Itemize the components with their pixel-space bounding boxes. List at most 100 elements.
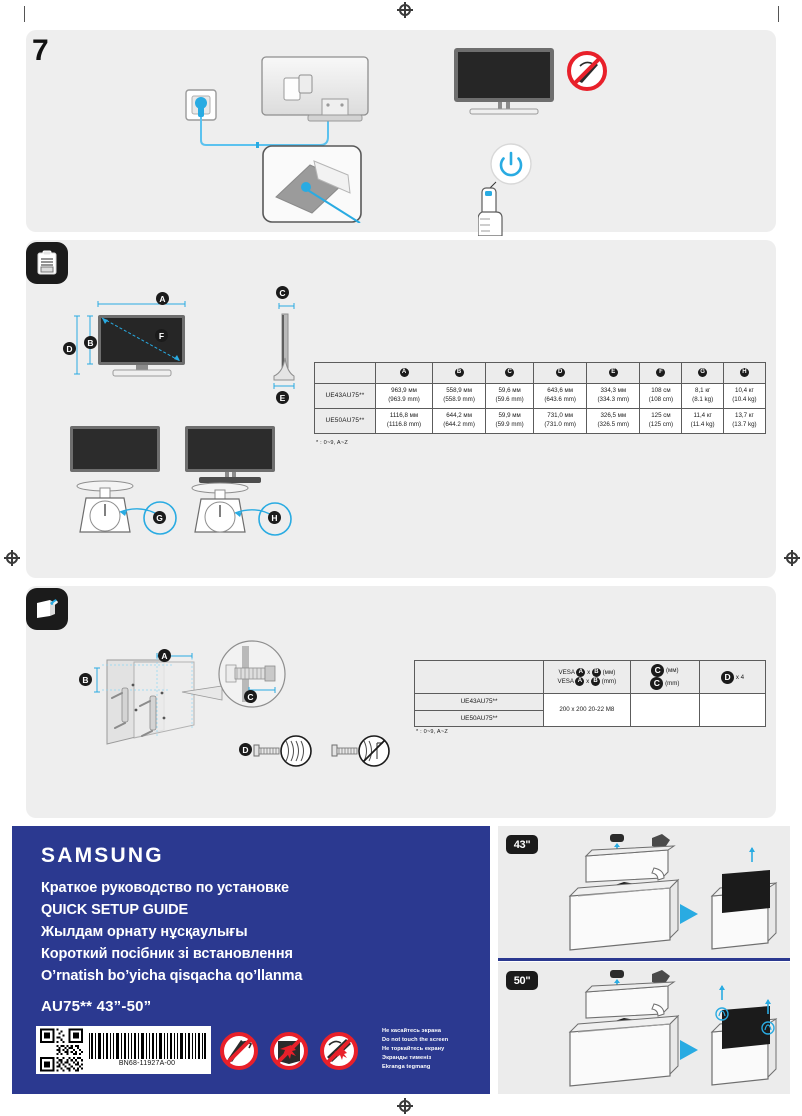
dim-model-43: UE43AU75**	[314, 383, 376, 409]
dim-model-50: UE50AU75**	[314, 407, 376, 434]
weight-label-g: G	[153, 511, 166, 524]
mount-label-a: A	[158, 649, 171, 662]
table-row: UE43AU75** 963,9 мм(963.9 mm) 558,9 мм(5…	[314, 383, 767, 409]
barcode-text: BN68-11927A-00	[118, 1060, 176, 1067]
crop-line-top-right	[778, 6, 779, 22]
dim-cell-50-g: 11,4 кг(11.4 kg)	[681, 407, 724, 434]
dim-cell-43-c: 59,6 мм(59.6 mm)	[485, 383, 535, 409]
cover-title-uk: Короткий посібник зі встановлення	[41, 946, 293, 962]
table-row: UE43AU75** 200 x 200 20-22 M8	[413, 692, 766, 728]
dim-header-b: B	[432, 362, 487, 384]
samsung-logo: SAMSUNG	[41, 844, 164, 867]
registration-mark-right	[784, 550, 800, 566]
tv-dimension-side-diagram	[273, 303, 295, 389]
dim-cell-43-b: 558,9 мм(558.9 mm)	[432, 383, 487, 409]
barcode-wrap: BN68-11927A-00	[87, 1033, 207, 1067]
dim-header-e: E	[586, 362, 641, 384]
dim-cell-43-g: 8,1 кг(8.1 kg)	[681, 383, 724, 409]
registration-mark-top	[397, 2, 413, 18]
cover-title-uz: O’rnatish bo’yicha qisqacha qo’llanma	[41, 968, 303, 984]
cover-title-kk: Жылдам орнату нұсқаулығы	[41, 924, 248, 940]
dimension-label-a: A	[156, 292, 169, 305]
table-row: UE50AU75**	[413, 709, 766, 728]
vesa-header-d: D x 4	[699, 660, 766, 694]
weight-label-h: H	[268, 511, 281, 524]
vesa-model-43: UE43AU75**	[413, 693, 545, 711]
dimension-label-d: D	[63, 342, 76, 355]
no-touch-screen-icon	[567, 51, 607, 91]
vesa-table: VESA A x B (мм) VESA A x B (mm) C (мм) C…	[413, 660, 766, 728]
dim-header-c: C	[485, 362, 535, 384]
registration-mark-bottom	[397, 1098, 413, 1114]
unboxing-divider	[498, 958, 790, 961]
dim-cell-50-h: 13,7 кг(13.7 kg)	[722, 407, 767, 434]
dim-cell-50-f: 125 см(125 cm)	[639, 407, 683, 434]
code-block: BN68-11927A-00	[36, 1026, 211, 1074]
dim-cell-43-d: 643,6 мм(643.6 mm)	[533, 383, 588, 409]
specs-footnote: * : 0~9, A~Z	[316, 440, 348, 446]
dim-header-g: G	[681, 362, 724, 384]
warning-line-en: Do not touch the screen	[382, 1037, 449, 1044]
dim-header-blank	[314, 362, 376, 384]
power-button-icon	[490, 143, 532, 185]
vesa-header-blank	[413, 660, 545, 694]
warning-line-kk: Экранды тименіз	[382, 1055, 432, 1062]
section-number: 7	[32, 34, 49, 67]
table-header-row: A B C D E F G H	[314, 362, 767, 384]
dimension-label-f: F	[155, 329, 168, 342]
dim-cell-43-f: 108 см(108 cm)	[639, 383, 683, 409]
dim-cell-50-d: 731,0 мм(731.0 mm)	[533, 407, 588, 434]
size-tag-43: 43"	[506, 835, 538, 854]
dim-header-f: F	[639, 362, 683, 384]
vesa-c-cell	[629, 692, 701, 728]
mount-footnote: * : 0~9, A~Z	[416, 729, 448, 735]
screw-detail-magnifier	[218, 640, 286, 708]
dimension-label-c: C	[276, 286, 289, 299]
cable-clip-detail-icon	[262, 145, 362, 223]
dim-cell-43-h: 10,4 кг(10.4 kg)	[722, 383, 767, 409]
weight-scale-with-stand-diagram	[185, 426, 292, 536]
cover-title-en: QUICK SETUP GUIDE	[41, 902, 189, 918]
crop-line-top-left	[24, 6, 25, 22]
vesa-header-spec: VESA A x B (мм) VESA A x B (mm)	[543, 660, 631, 694]
size-tag-50: 50"	[506, 971, 538, 990]
tv-front-icon	[454, 48, 554, 115]
hand-holding-remote-icon	[478, 181, 503, 236]
warning-line-uk: Не торкайтесь екрану	[382, 1046, 445, 1053]
dim-cell-50-e: 326,5 мм(326.5 mm)	[586, 407, 641, 434]
dim-cell-50-c: 59,9 мм(59.9 mm)	[485, 407, 535, 434]
table-row: UE50AU75** 1116,8 мм(1116.8 mm) 644,2 мм…	[314, 407, 767, 434]
tv-dimension-front-diagram	[74, 301, 186, 377]
unboxing-diagram-43	[568, 834, 778, 951]
warning-line-uz: Ekranga tegmang	[382, 1064, 431, 1071]
qr-code-icon	[40, 1028, 83, 1072]
dim-cell-43-a: 963,9 мм(963.9 mm)	[374, 383, 434, 409]
mount-label-c: C	[244, 690, 257, 703]
mount-label-b: B	[79, 673, 92, 686]
dim-cell-50-b: 644,2 мм(644.2 mm)	[432, 407, 487, 434]
unboxing-diagram-50	[568, 970, 778, 1087]
weight-scale-panel-only-diagram	[70, 426, 177, 535]
section-power-panel	[26, 30, 776, 232]
vesa-d-cell	[699, 692, 766, 728]
registration-mark-left	[4, 550, 20, 566]
dimension-label-e: E	[276, 391, 289, 404]
no-press-screen-icon	[270, 1032, 308, 1070]
barcode-icon	[87, 1033, 207, 1059]
screw-length-ok-icon	[253, 735, 312, 767]
vesa-header-c: C (мм) C (mm)	[629, 660, 701, 694]
vesa-model-50: UE50AU75**	[413, 709, 545, 728]
dim-header-d: D	[533, 362, 588, 384]
clipboard-icon	[26, 242, 68, 284]
screw-length-prohibited-icon	[331, 735, 390, 767]
vesa-value-cell: 200 x 200 20-22 M8	[543, 692, 631, 728]
dimension-label-b: B	[84, 336, 97, 349]
dimension-table: A B C D E F G H UE43AU75** 963,9 мм(963.…	[314, 362, 767, 434]
warning-line-ru: Не касайтесь экрана	[382, 1028, 442, 1034]
tv-rear-icon	[261, 56, 369, 122]
mount-label-d: D	[239, 743, 252, 756]
wall-mount-icon	[26, 588, 68, 630]
table-header-row: VESA A x B (мм) VESA A x B (mm) C (мм) C…	[413, 660, 766, 694]
warning-text-list: Не касайтесь экрана Do not touch the scr…	[382, 1027, 448, 1072]
dim-cell-50-a: 1116,8 мм(1116.8 mm)	[374, 407, 434, 434]
